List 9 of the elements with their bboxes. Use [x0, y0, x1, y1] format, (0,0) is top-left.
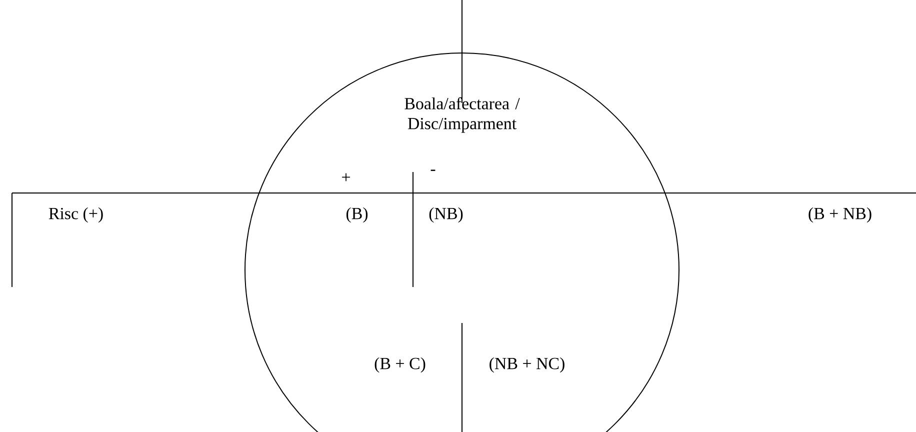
- region-label: +: [342, 173, 350, 182]
- axis-label: Risc (+): [48, 207, 103, 223]
- region-label: (B + C): [374, 357, 426, 373]
- region-label: (B): [346, 207, 368, 223]
- region-label: (NB + NC): [490, 357, 564, 373]
- axis-label: (B + NB): [808, 207, 872, 223]
- region-label: (NB): [429, 207, 463, 223]
- region-label: -: [430, 170, 436, 171]
- heading: Boala/afectarea / Disc/imparment: [404, 97, 520, 133]
